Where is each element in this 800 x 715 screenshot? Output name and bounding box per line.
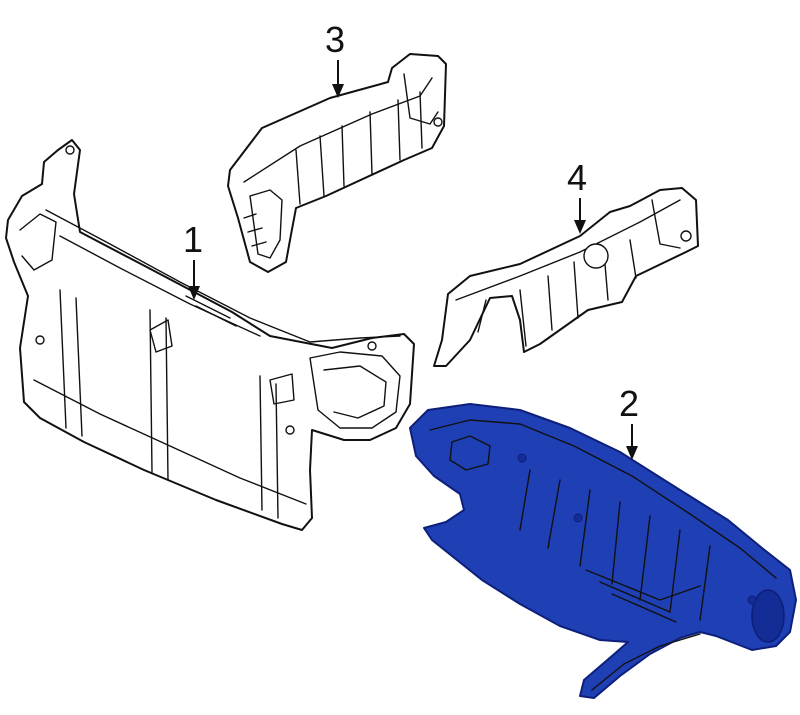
splash-shield-body xyxy=(409,403,797,699)
part-4-deflector[interactable] xyxy=(433,187,699,367)
callout-2: 2 xyxy=(619,383,639,424)
callout-4: 4 xyxy=(567,157,587,198)
part-2-splash-shield[interactable] xyxy=(409,403,797,699)
part-1-radiator-support[interactable] xyxy=(5,139,415,531)
part-3-deflector[interactable] xyxy=(227,53,447,273)
callout-3: 3 xyxy=(325,19,345,60)
splash-shield-opening xyxy=(751,589,785,643)
callout-arrows xyxy=(188,60,638,460)
callout-1: 1 xyxy=(183,219,203,260)
